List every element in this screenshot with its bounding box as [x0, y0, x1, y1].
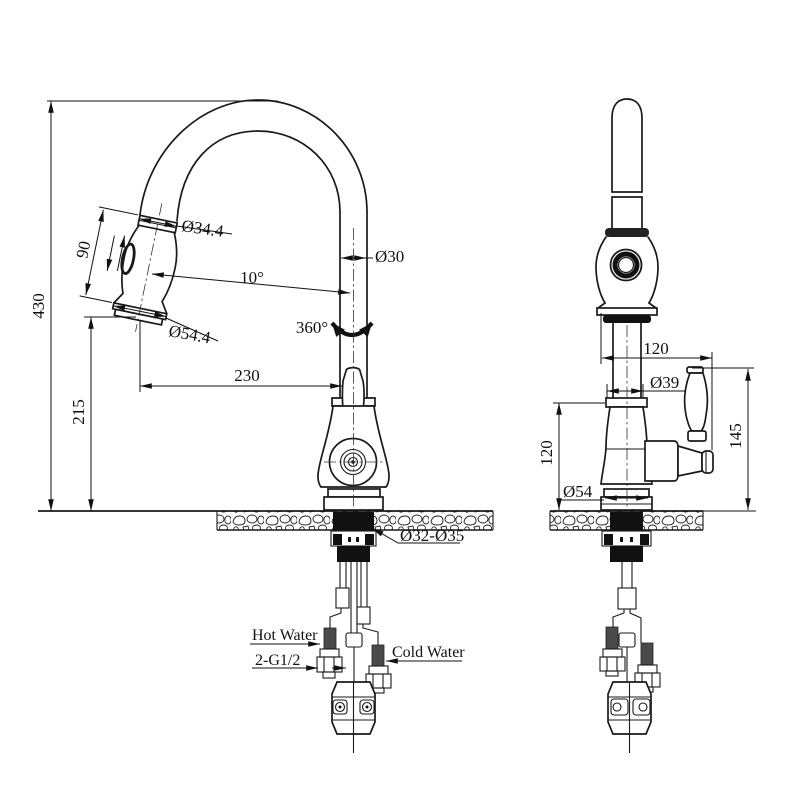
- hose-weight-front: [331, 681, 376, 753]
- dim-total-height-label: 430: [29, 293, 48, 319]
- swivel-annotation: 360°: [296, 318, 374, 338]
- hot-water-label: Hot Water: [252, 627, 318, 644]
- dim-mounting-hole-label: Ø32-Ø35: [400, 526, 464, 545]
- dim-total-height: 430: [29, 100, 278, 511]
- sprayer-grip-detail: [120, 242, 136, 275]
- faucet-body-side: [600, 322, 653, 511]
- spray-mode-button: [612, 251, 640, 279]
- dim-head-outlet-diameter: Ø54.4: [165, 317, 219, 347]
- aerator-side: [603, 315, 651, 323]
- side-view: 120 Ø39 120 145 Ø54: [537, 98, 756, 753]
- dim-collar-diameter-label: Ø39: [650, 373, 679, 392]
- hot-supply-fitting-side: [599, 626, 626, 677]
- sprayer-collar-side: [605, 228, 649, 237]
- dim-head-angle-label: 10°: [240, 268, 264, 287]
- dim-base-diameter: Ø54: [560, 482, 648, 501]
- pull-direction-arrows: [106, 235, 126, 272]
- dim-base-diameter-label: Ø54: [563, 482, 593, 501]
- sprayer-head: 90: [72, 203, 179, 332]
- dim-spout-outlet-height: 215: [69, 316, 136, 511]
- hose-weight-side: [607, 681, 652, 753]
- dim-spout-outlet-height-label: 215: [69, 399, 88, 425]
- sprayer-head-side: [595, 236, 659, 323]
- dim-spout-reach-label: 230: [234, 366, 260, 385]
- spout-tube-side: [605, 98, 649, 237]
- dim-handle-height: 145: [692, 367, 754, 510]
- front-view: 90 Ø34.4 Ø54.4 10° Ø30: [29, 99, 494, 753]
- under-counter-side: [599, 512, 661, 753]
- dim-head-outlet-diameter-label: Ø54.4: [167, 321, 212, 347]
- supply-thread-callout: 2-G1/2: [252, 652, 346, 671]
- supply-thread-label: 2-G1/2: [255, 652, 300, 669]
- cold-supply-fitting: [365, 644, 392, 694]
- dim-spout-tube-diameter: Ø30: [341, 247, 404, 266]
- dim-head-top-diameter: Ø34.4: [176, 216, 233, 241]
- spout-arch: [139, 99, 376, 407]
- dim-head-angle: 10°: [151, 268, 351, 295]
- dim-body-height-label: 120: [537, 440, 556, 466]
- hot-water-callout: Hot Water: [250, 627, 320, 647]
- under-counter-front: [316, 512, 392, 753]
- dim-head-travel-label: 90: [72, 239, 94, 259]
- dim-head-top-diameter-label: Ø34.4: [180, 216, 225, 241]
- hot-supply-fitting: [316, 627, 343, 679]
- cold-water-label: Cold Water: [392, 644, 465, 661]
- dim-handle-height-label: 145: [726, 423, 745, 449]
- dim-mounting-hole: Ø32-Ø35: [371, 526, 464, 545]
- dim-body-height: 120: [537, 402, 605, 510]
- faucet-body-front: [317, 405, 390, 511]
- countertop-side: [549, 510, 756, 531]
- dim-head-travel: 90: [72, 206, 139, 303]
- swivel-angle-label: 360°: [296, 318, 328, 337]
- dim-spout-tube-diameter-label: Ø30: [375, 247, 404, 266]
- dim-spout-reach: 230: [139, 320, 342, 392]
- cold-water-callout: Cold Water: [386, 644, 465, 664]
- dim-depth-label: 120: [643, 339, 669, 358]
- dim-collar-diameter: Ø39: [606, 373, 686, 398]
- faucet-handle-side: [644, 366, 714, 482]
